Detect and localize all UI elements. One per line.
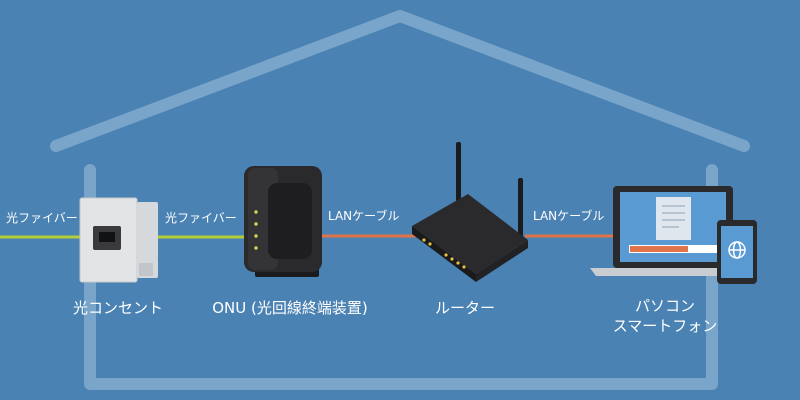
outlet-label: 光コンセント	[72, 299, 163, 317]
fiber-cable-left-label: 光ファイバー	[6, 211, 78, 225]
router-label: ルーター	[434, 299, 495, 317]
house-roof	[50, 10, 750, 152]
laptop-icon	[590, 186, 756, 276]
fiber-outlet-icon	[79, 197, 158, 283]
smartphone-label: スマートフォン	[612, 317, 718, 335]
onu-device-icon	[244, 166, 322, 277]
onu-label: ONU (光回線終端装置)	[212, 299, 368, 317]
smartphone-icon	[717, 220, 757, 284]
lan-cable-left-label: LANケーブル	[328, 209, 400, 223]
globe-icon	[728, 241, 746, 259]
router-icon	[412, 142, 528, 282]
pc-label: パソコン	[634, 297, 695, 315]
lan-cable-right-label: LANケーブル	[533, 209, 605, 223]
fiber-cable-right-label: 光ファイバー	[165, 211, 237, 225]
